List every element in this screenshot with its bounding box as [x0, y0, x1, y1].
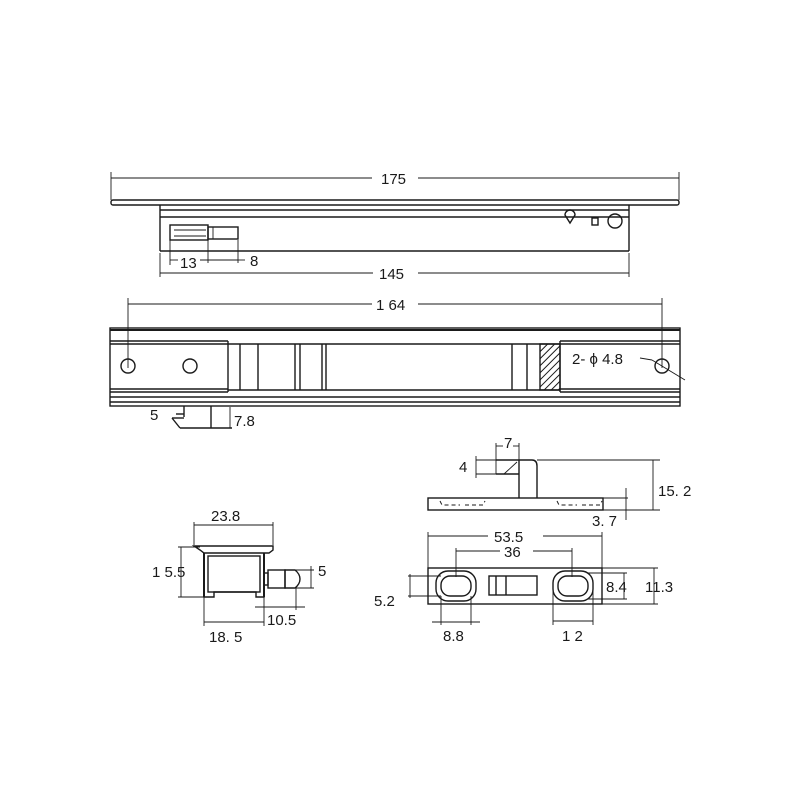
end-cavity — [207, 555, 261, 593]
dim-53-5-label: 53.5 — [494, 529, 523, 546]
dim-11-3-label: 11.3 — [645, 579, 673, 596]
end-bolt — [267, 569, 286, 589]
bolt-body — [159, 205, 630, 252]
end-view: 23.8 1 5.5 5 10.5 18. 5 — [152, 508, 326, 646]
mount-hole-left — [120, 358, 136, 374]
bolt-head — [207, 226, 239, 240]
center-latch-window — [488, 575, 538, 596]
dim-7-8-label: 7.8 — [234, 413, 255, 430]
dim-body-length: 145 — [159, 253, 630, 283]
dim-5-2-label: 5.2 — [374, 593, 395, 610]
hole-callout-label: 2- ϕ 4.8 — [572, 351, 623, 368]
dim-8-4-label: 8.4 — [606, 579, 627, 596]
dim-overall-length: 175 — [110, 171, 680, 200]
slot-left — [440, 575, 472, 597]
dim-36-label: 36 — [504, 544, 521, 561]
dim-5-tab-label: 5 — [150, 407, 158, 424]
dim-bolt: 13 8 — [169, 240, 258, 272]
slot-right — [557, 575, 589, 597]
hatched-block — [539, 343, 561, 391]
dim-8-8-label: 8.8 — [443, 628, 464, 645]
mount-hole-inner — [182, 358, 198, 374]
dim-18-5-label: 18. 5 — [209, 629, 242, 646]
dim-3-7-label: 3. 7 — [592, 513, 617, 530]
dim-13-label: 13 — [180, 255, 197, 272]
drop-hole — [564, 209, 576, 225]
dim-164-label: 1 64 — [376, 297, 405, 314]
end-body — [203, 553, 265, 598]
dim-175-label: 175 — [381, 171, 406, 188]
dim-hole-spacing: 1 64 — [127, 297, 663, 368]
dim-15-2-label: 15. 2 — [658, 483, 691, 500]
end-bolt-tip — [284, 569, 301, 589]
end-flange — [191, 545, 274, 554]
dim-5-bolt-label: 5 — [318, 563, 326, 580]
dim-10-5-label: 10.5 — [267, 612, 296, 629]
dim-12-label: 1 2 — [562, 628, 583, 645]
rail-outline — [109, 327, 681, 407]
dim-4-label: 4 — [459, 459, 467, 476]
round-hole — [607, 213, 623, 229]
dim-145-label: 145 — [379, 266, 404, 283]
dim-8-label: 8 — [250, 253, 258, 270]
dim-23-8-label: 23.8 — [211, 508, 240, 525]
bolt-shaft — [169, 224, 209, 241]
front-view: 1 64 2- ϕ 4 — [109, 297, 686, 430]
top-view: 175 13 — [110, 171, 680, 283]
strike-base-plate — [427, 497, 604, 511]
dim-7-label: 7 — [504, 435, 512, 452]
strike-side-view: 7 4 15. 2 3. 7 — [427, 435, 691, 530]
square-hole — [591, 217, 599, 226]
dim-15-5-label: 1 5.5 — [152, 564, 185, 581]
face-plate — [110, 199, 680, 206]
strike-plate — [427, 567, 603, 605]
mount-hole-right — [654, 358, 670, 374]
bottom-tab: 5 7.8 — [150, 406, 255, 430]
strike-plan-view: 53.5 36 5.2 8.8 1 2 8.4 — [374, 529, 673, 645]
slot-left-outer — [435, 570, 477, 602]
